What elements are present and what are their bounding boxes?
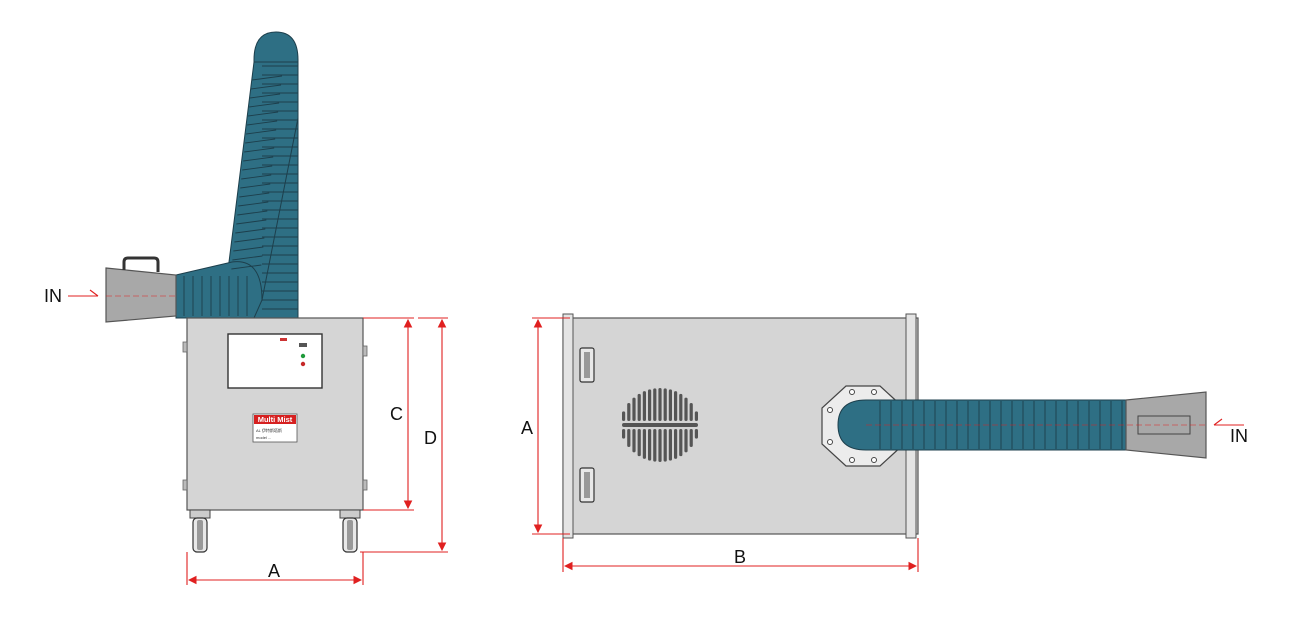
top-dimensions: A B bbox=[521, 317, 919, 572]
dim-label-a-top: A bbox=[521, 418, 533, 438]
red-lamp-icon bbox=[300, 361, 306, 367]
green-lamp-icon bbox=[300, 353, 306, 359]
vent-grille bbox=[622, 388, 698, 462]
front-cabinet: Multi Mist AL 伊特斯塔斯 model ... bbox=[182, 317, 368, 553]
in-label-right: IN bbox=[1230, 426, 1248, 446]
nameplate: Multi Mist AL 伊特斯塔斯 model ... bbox=[252, 413, 298, 443]
front-view: Multi Mist AL 伊特斯塔斯 model ... IN bbox=[44, 31, 448, 585]
dim-label-a-front: A bbox=[268, 561, 280, 581]
nameplate-brand: Multi Mist bbox=[258, 415, 293, 424]
top-view: IN A B bbox=[521, 313, 1248, 572]
in-label-left: IN bbox=[44, 286, 62, 306]
warning-sticker-icon bbox=[280, 338, 287, 341]
dim-label-d: D bbox=[424, 428, 437, 448]
front-caster-left bbox=[189, 509, 211, 553]
front-caster-right bbox=[339, 509, 361, 553]
nameplate-line2: AL 伊特斯塔斯 bbox=[256, 427, 282, 433]
display-icon bbox=[299, 343, 307, 347]
front-dimensions: A C D bbox=[186, 317, 448, 585]
dim-label-b: B bbox=[734, 547, 746, 567]
nameplate-line3: model ... bbox=[256, 435, 271, 440]
control-panel bbox=[227, 333, 323, 389]
top-intake-nozzle bbox=[866, 391, 1207, 459]
front-hose bbox=[175, 31, 299, 319]
in-arrow-right bbox=[1213, 418, 1244, 426]
dim-label-c: C bbox=[390, 404, 403, 424]
in-arrow-left bbox=[68, 289, 99, 297]
front-intake-nozzle bbox=[105, 256, 177, 323]
